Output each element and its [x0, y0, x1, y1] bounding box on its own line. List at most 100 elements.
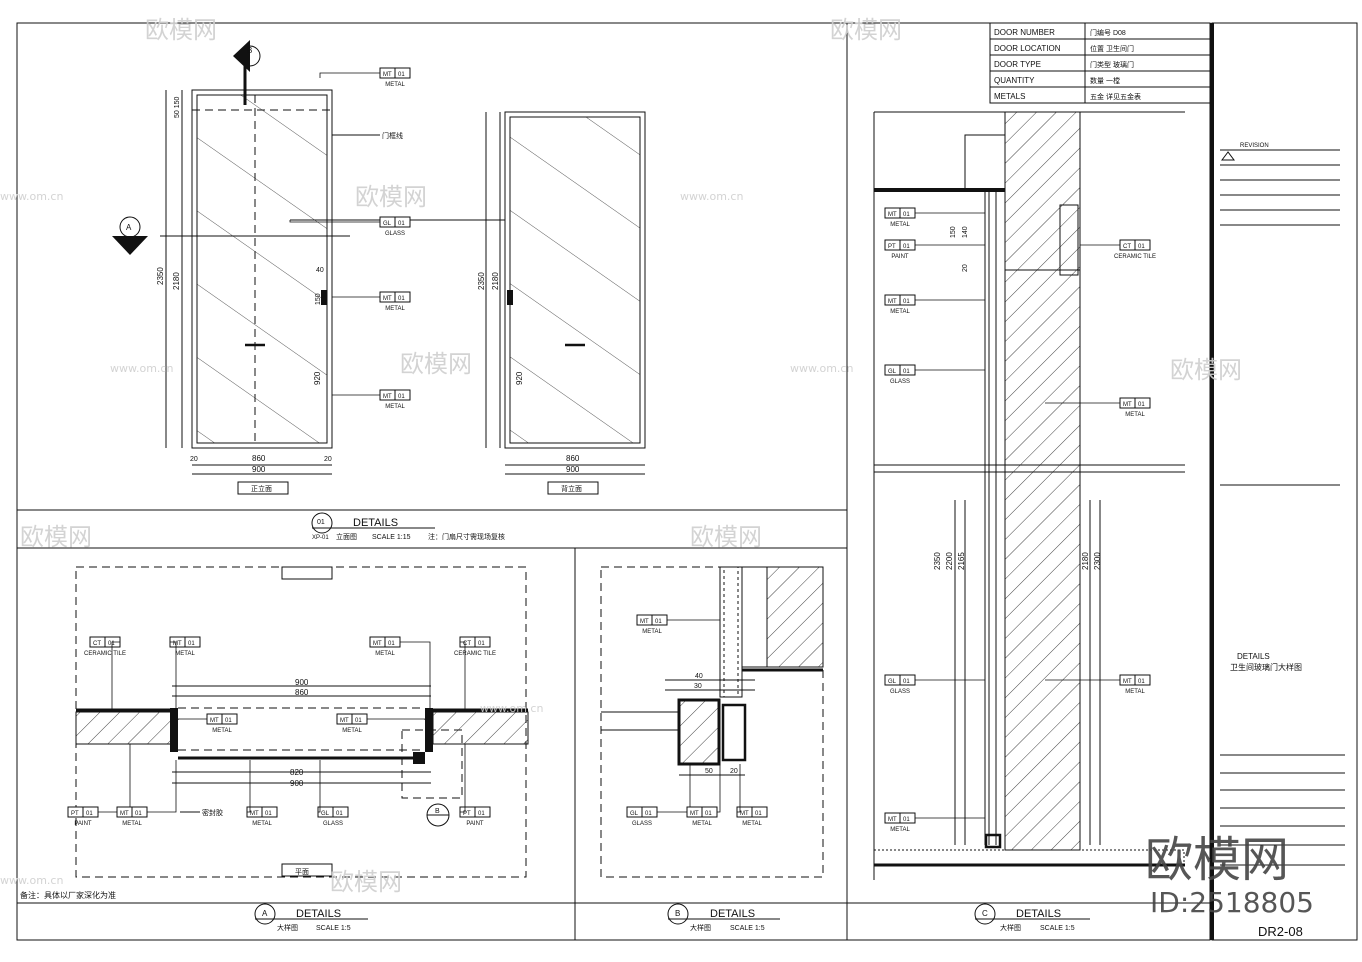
view-label: 平面 — [295, 868, 309, 876]
svg-text:www.om.cn: www.om.cn — [0, 190, 63, 203]
sheet-frame — [16, 22, 1358, 941]
tag-label: METAL — [1125, 412, 1145, 418]
svg-text:B: B — [247, 46, 252, 55]
view-label: 背立面 — [561, 484, 582, 493]
svg-text:A: A — [262, 909, 268, 918]
svg-text:B: B — [435, 808, 440, 815]
tag-number: 01 — [135, 811, 142, 817]
sheet-title-cn: 卫生间玻璃门大样图 — [1230, 662, 1302, 672]
tag-number: 01 — [1138, 679, 1145, 685]
tag-code: MT — [210, 718, 219, 724]
scale-label: SCALE 1:5 — [1040, 925, 1075, 932]
svg-text:欧模网: 欧模网 — [1170, 356, 1242, 384]
revision-triangle-icon — [1221, 151, 1235, 161]
tag-label: METAL — [1125, 689, 1145, 695]
dim-frame: 20 — [324, 456, 332, 463]
dim-handle-height: 920 — [515, 371, 524, 385]
view-label-box — [547, 481, 599, 495]
dim-door-width: 900 — [566, 465, 580, 474]
scale-label: SCALE 1:5 — [316, 925, 351, 932]
svg-text:A: A — [126, 223, 132, 232]
panel-title-detail-b: B DETAILS 大样图 SCALE 1:5 — [667, 903, 780, 932]
row-value: 五金 详见五金表 — [1090, 92, 1141, 101]
revision-label: REVISION — [1240, 143, 1269, 149]
tag-number: 01 — [225, 718, 232, 724]
tag-code: CT — [1123, 244, 1131, 250]
tag-number: 01 — [645, 811, 652, 817]
note: 注：门扇尺寸需现场复核 — [428, 532, 505, 541]
dim-height-total: 2350 — [477, 272, 486, 290]
front-elevation: 860 900 20 20 2350 2180 50 150 920 150 4… — [112, 40, 403, 495]
tag-number: 01 — [903, 369, 910, 375]
svg-text:大样图: 大样图 — [690, 923, 711, 932]
tag-code: GL — [888, 369, 897, 375]
row-value: 门类型 玻璃门 — [1090, 60, 1134, 69]
svg-text:大样图: 大样图 — [277, 923, 298, 932]
svg-text:大样图: 大样图 — [1000, 923, 1021, 932]
tag-number: 01 — [398, 296, 405, 302]
scale-label: SCALE 1:15 — [372, 534, 411, 541]
panel-title: DETAILS — [710, 908, 755, 920]
panel-title-detail-a: A DETAILS 大样图 SCALE 1:5 — [254, 903, 368, 932]
dim: 20 — [962, 264, 969, 272]
svg-text:XP-01: XP-01 — [312, 535, 329, 541]
tag-label: PAINT — [74, 821, 92, 827]
svg-text:www.om.cn: www.om.cn — [680, 190, 743, 203]
annotation: 门框线 — [382, 131, 403, 140]
tag-code: MT — [373, 641, 382, 647]
tag-number: 01 — [336, 811, 343, 817]
svg-text:立面图: 立面图 — [336, 532, 357, 541]
dim-height-leaf: 2180 — [491, 272, 500, 290]
svg-text:欧模网: 欧模网 — [145, 16, 217, 44]
tag-number: 01 — [265, 811, 272, 817]
tag-code: MT — [250, 811, 259, 817]
row-label: DOOR LOCATION — [994, 44, 1061, 53]
tag-code: GL — [383, 221, 392, 227]
row-value: 门编号 D08 — [1090, 28, 1126, 37]
tag-code: MT — [340, 718, 349, 724]
tag-code: MT — [173, 641, 182, 647]
svg-text:欧模网: 欧模网 — [400, 350, 472, 378]
tag-label: METAL — [890, 827, 910, 833]
dim: 140 — [962, 226, 969, 238]
tag-label: METAL — [175, 651, 195, 657]
tag-label: PAINT — [891, 254, 909, 260]
dim-frame: 20 — [190, 456, 198, 463]
dim: 2200 — [945, 552, 954, 570]
watermark-brand-large: 欧模网 — [1145, 832, 1289, 888]
row-label: DOOR NUMBER — [994, 28, 1055, 37]
door-schedule-table: DOOR NUMBER 门编号 D08 DOOR LOCATION 位置 卫生间… — [989, 22, 1211, 104]
panel-title-elevations: 01 DETAILS XP-01 立面图 SCALE 1:15 注：门扇尺寸需现… — [311, 512, 505, 541]
svg-text:B: B — [675, 909, 680, 918]
row-label: DOOR TYPE — [994, 60, 1041, 69]
svg-text:欧模网: 欧模网 — [330, 868, 402, 896]
tag-number: 01 — [188, 641, 195, 647]
tag-number: 01 — [478, 641, 485, 647]
watermark: 欧模网 欧模网 欧模网 欧模网 欧模网 欧模网 欧模网 欧模网 www.om.c… — [0, 16, 1314, 919]
annotation: 密封胶 — [202, 808, 223, 817]
tag-label: GLASS — [890, 379, 910, 385]
tag-code: MT — [120, 811, 129, 817]
section-marker-b: B — [426, 803, 450, 827]
dim: 2300 — [1093, 552, 1102, 570]
panel-title: DETAILS — [1016, 908, 1061, 920]
tag-code: GL — [888, 679, 897, 685]
dim: 30 — [694, 683, 702, 690]
tag-number: 01 — [388, 641, 395, 647]
dim-side: 40 — [316, 267, 324, 274]
